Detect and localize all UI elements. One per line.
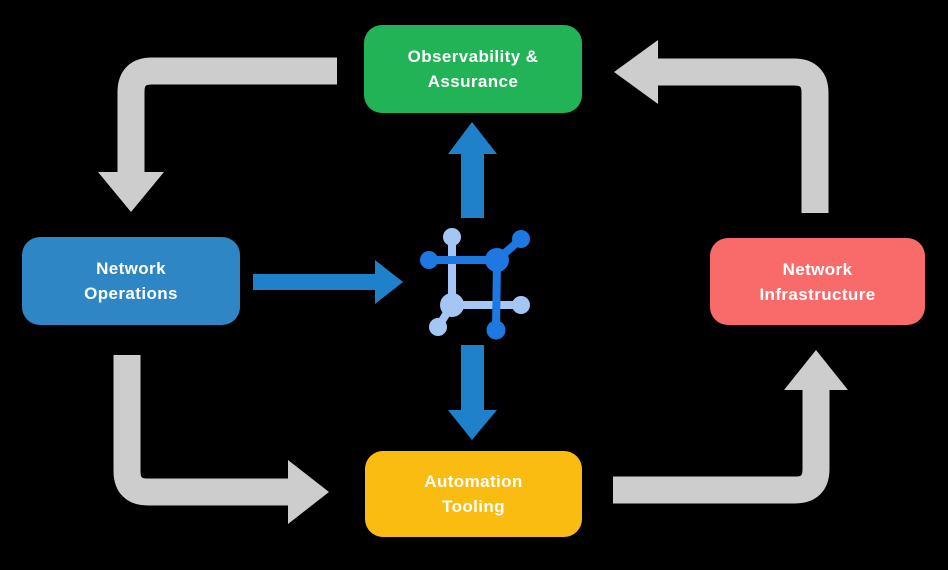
node-label-line: Assurance	[427, 72, 519, 91]
network-mesh-icon-dark-part	[420, 230, 530, 340]
node-network-operations: Network Operations	[22, 237, 240, 325]
flow-arrow-center-to-automation	[448, 345, 497, 440]
node-observability-assurance: Observability & Assurance	[364, 25, 582, 113]
cycle-arrow-observability-to-operations	[98, 57, 337, 212]
network-mesh-icon-light-part	[429, 228, 530, 336]
node-label-line: Operations	[84, 284, 178, 303]
cycle-arrow-automation-to-infrastructure	[613, 350, 848, 504]
cycle-arrow-operations-to-automation	[113, 355, 329, 524]
network-mesh-icon	[420, 228, 530, 340]
node-network-infrastructure: Network Infrastructure	[710, 238, 925, 325]
node-automation-tooling: Automation Tooling	[365, 451, 582, 537]
node-label-line: Infrastructure	[759, 284, 876, 304]
flow-arrow-operations-to-center	[253, 260, 403, 304]
cycle-arrow-infrastructure-to-observability	[614, 40, 829, 213]
node-label-line: Tooling	[442, 497, 505, 516]
flow-arrow-center-to-observability	[448, 122, 497, 218]
node-label-line: Network	[96, 259, 166, 278]
node-label-line: Network	[782, 259, 853, 279]
node-label-line: Automation	[424, 472, 523, 491]
node-label-line: Observability &	[407, 47, 539, 66]
